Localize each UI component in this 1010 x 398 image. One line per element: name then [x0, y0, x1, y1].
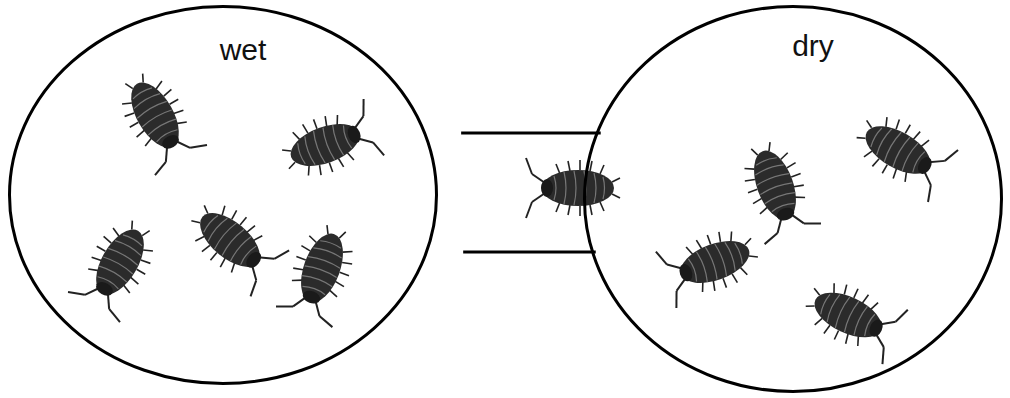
- chamber-outline: [583, 5, 1010, 393]
- chamber-label: dry: [583, 29, 1010, 63]
- chamber: wet: [8, 5, 478, 385]
- chamber-label: wet: [8, 33, 478, 67]
- chamber: dry: [583, 5, 1010, 393]
